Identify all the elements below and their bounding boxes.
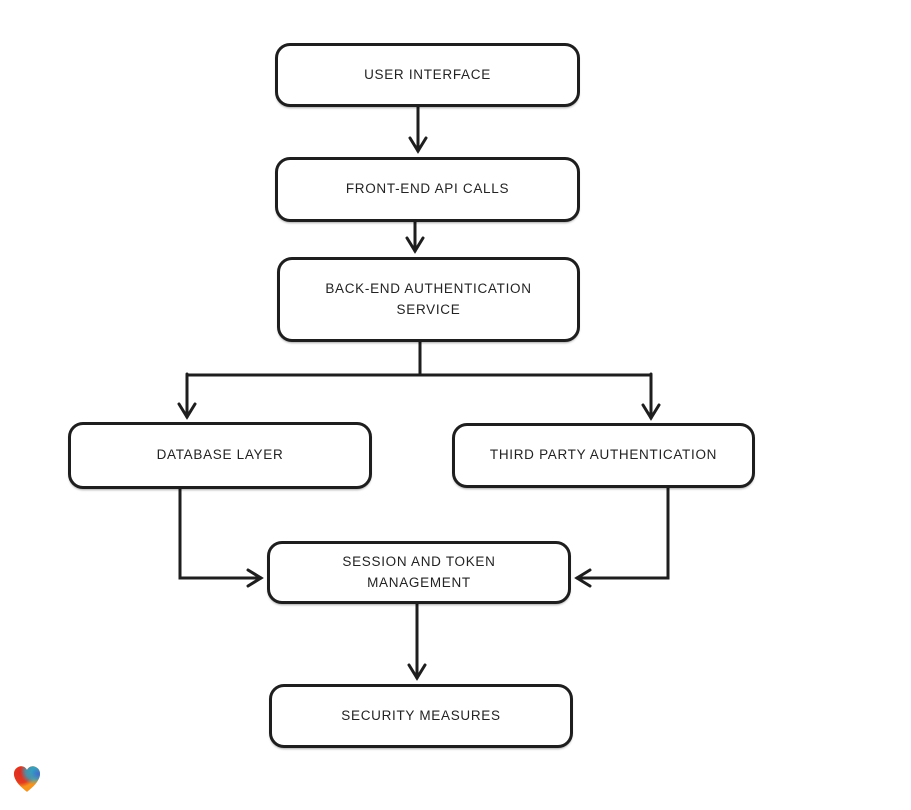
node-security-measures[interactable]: SECURITY MEASURES (269, 684, 573, 748)
heart-logo (13, 766, 41, 792)
edge-third-party-to-session-arrow (574, 486, 670, 588)
node-user-interface[interactable]: USER INTERFACE (275, 43, 580, 107)
node-database-layer-label: DATABASE LAYER (156, 447, 284, 463)
node-back-end-authentication-service[interactable]: BACK-END AUTHENTICATION SERVICE (277, 257, 580, 342)
edge-database-to-session-arrow (178, 487, 264, 588)
node-front-end-api-calls[interactable]: FRONT-END API CALLS (275, 157, 580, 222)
node-user-interface-label: USER INTERFACE (364, 66, 491, 82)
node-database-layer[interactable]: DATABASE LAYER (68, 422, 372, 489)
node-third-party-authentication[interactable]: THIRD PARTY AUTHENTICATION (452, 423, 755, 488)
node-session-and-token-management[interactable]: SESSION AND TOKEN MANAGEMENT (267, 541, 571, 604)
node-third-party-authentication-label: THIRD PARTY AUTHENTICATION (489, 447, 718, 463)
node-front-end-api-calls-label: FRONT-END API CALLS (345, 181, 510, 197)
node-back-end-authentication-service-label: BACK-END AUTHENTICATION SERVICE (325, 281, 532, 317)
node-session-and-token-management-label: SESSION AND TOKEN MANAGEMENT (342, 554, 496, 590)
heart-shape (13, 766, 41, 792)
node-security-measures-label: SECURITY MEASURES (341, 707, 501, 723)
